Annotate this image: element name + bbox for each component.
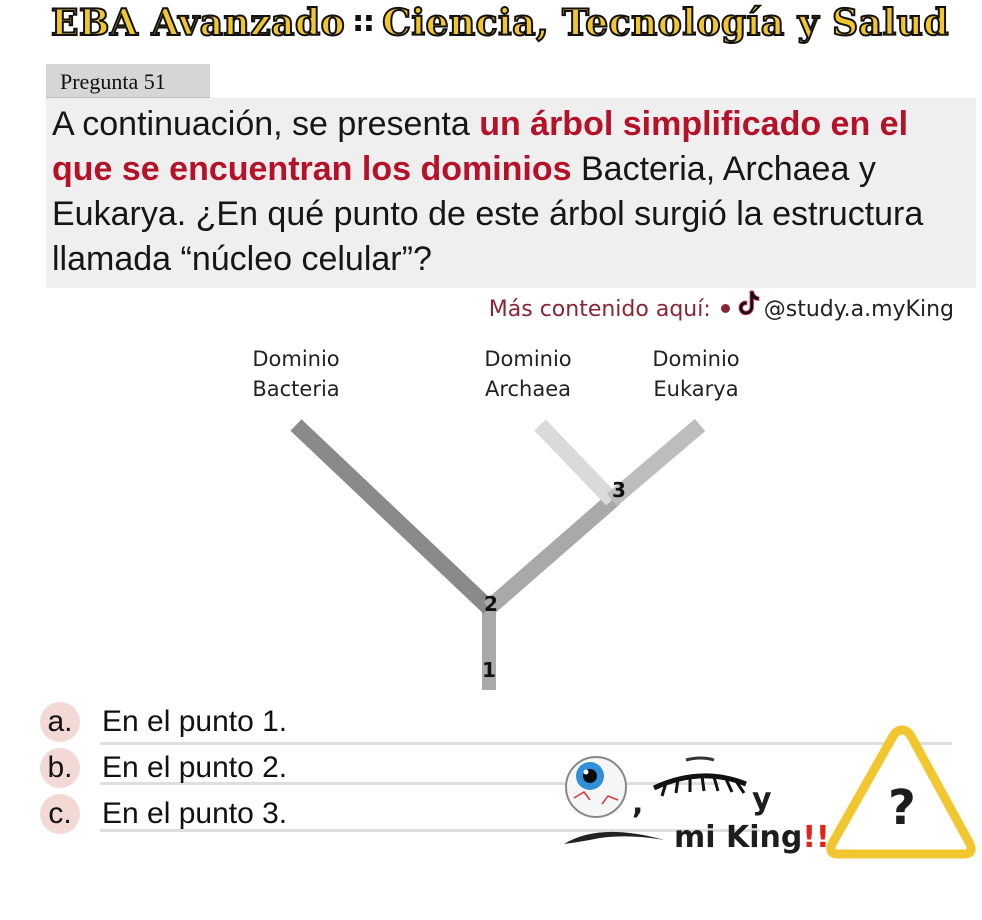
option-letter: a. (40, 702, 80, 742)
header-separator: ∷ (354, 8, 373, 40)
option-c[interactable]: c. En el punto 3. (40, 792, 287, 836)
bacteria-branch (290, 419, 495, 614)
option-letter: b. (40, 748, 80, 788)
promo-label: Más contenido aquí: (488, 297, 711, 322)
header-left-title: EBA Avanzado (50, 1, 346, 45)
eyebrow-icon (564, 831, 664, 844)
sticker-mi-king-text: mi King (674, 820, 803, 855)
question-text: A continuación, se presenta un árbol sim… (52, 102, 962, 282)
option-line-b (100, 782, 720, 785)
domain-label-line2: Eukarya (653, 377, 739, 401)
page-header: EBA Avanzado∷Ciencia, Tecnología y Salud (40, 1, 960, 54)
domain-label-line1: Dominio (652, 347, 740, 371)
question-text-highlight: un árbol simplificado en el que se encue… (52, 105, 909, 188)
domain-label-eukarya: Dominio Eukarya (636, 344, 756, 404)
sticker-exclaim: !! (802, 820, 830, 855)
question-background (46, 98, 976, 288)
node-label-2: 2 (484, 592, 498, 616)
question-text-part-3: Bacteria, Archaea y Eukarya. ¿En qué pun… (52, 150, 924, 278)
domain-label-line1: Dominio (252, 347, 340, 371)
promo-handle: @study.a.myKing (763, 297, 954, 322)
node-label-1: 1 (482, 658, 496, 682)
option-line-a (100, 742, 952, 745)
question-number-label: Pregunta 51 (46, 64, 210, 98)
domain-label-bacteria: Dominio Bacteria (236, 344, 356, 404)
header-right-title: Ciencia, Tecnología y Salud (381, 1, 949, 45)
sticker-mi-king: mi King!! (674, 820, 830, 855)
domain-label-archaea: Dominio Archaea (468, 344, 588, 404)
option-line-c (100, 829, 760, 832)
warning-sign-icon (826, 725, 976, 859)
option-text: En el punto 2. (102, 751, 288, 784)
promo-line: Más contenido aquí: @study.a.myKing (489, 290, 954, 330)
winking-eye-icon (652, 756, 747, 797)
eukarya-branch (606, 418, 706, 507)
option-text: En el punto 3. (102, 797, 288, 830)
tiktok-icon (738, 290, 760, 330)
question-text-part-1: A continuación, se presenta (52, 105, 480, 143)
main-branch (483, 491, 621, 615)
warning-question-mark: ? (888, 780, 916, 836)
domain-label-line1: Dominio (484, 347, 572, 371)
option-b[interactable]: b. En el punto 2. (40, 746, 287, 790)
node-label-3: 3 (612, 478, 626, 502)
promo-dot (720, 304, 730, 313)
domain-label-line2: Archaea (484, 377, 572, 401)
archaea-branch (534, 419, 618, 506)
sticker-comma: , (632, 786, 644, 821)
sticker-y: y (752, 782, 772, 817)
option-letter: c. (40, 794, 80, 834)
option-a[interactable]: a. En el punto 1. (40, 700, 287, 744)
domain-label-line2: Bacteria (252, 377, 340, 401)
eyeball-icon (565, 756, 627, 818)
option-text: En el punto 1. (102, 705, 288, 738)
